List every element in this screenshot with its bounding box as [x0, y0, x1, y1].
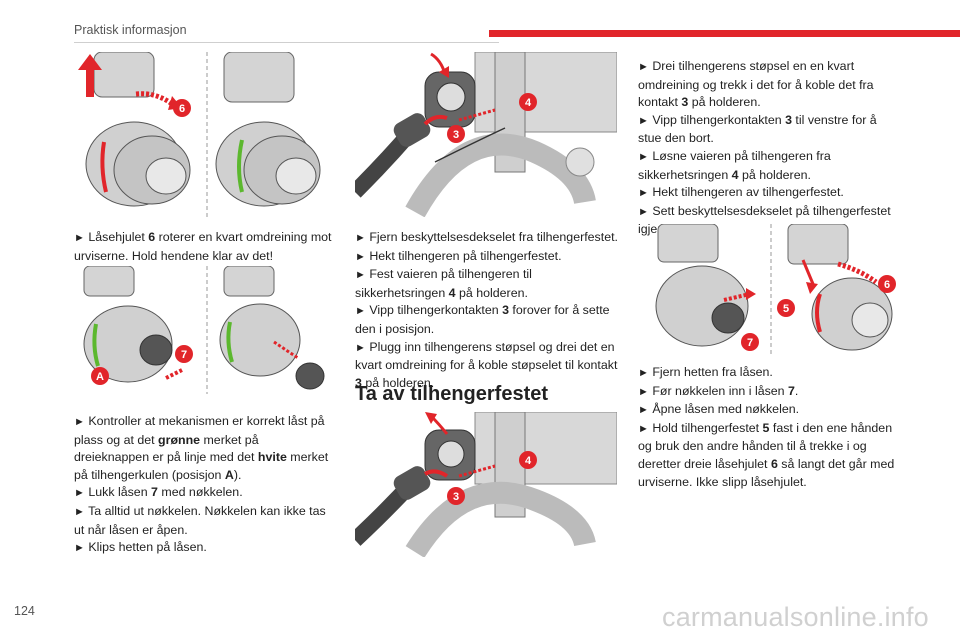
- callout-4: 4: [525, 97, 532, 109]
- callout-6: 6: [884, 279, 890, 291]
- paragraph: ► Drei tilhengerens støpsel en en kvart …: [638, 59, 874, 110]
- page-number: 124: [14, 604, 35, 618]
- watermark: carmanualsonline.info: [662, 602, 929, 632]
- running-header: Praktisk informasjon: [74, 23, 187, 37]
- illustration-connector-attach: 3 4: [355, 52, 617, 217]
- callout-4: 4: [525, 455, 532, 467]
- illustration-lock-key: 7 A: [74, 266, 330, 394]
- paragraph: ► Åpne låsen med nøkkelen.: [638, 402, 800, 417]
- illustration-connector-detach: 3 4: [355, 412, 617, 557]
- paragraph: ► Ta alltid ut nøkkelen. Nøkkelen kan ik…: [74, 503, 326, 537]
- paragraph: ► Fest vaieren på tilhengeren til sikker…: [355, 267, 532, 300]
- callout-3: 3: [453, 491, 459, 503]
- header-accent-bar: [489, 30, 960, 37]
- header-rule: [74, 42, 499, 43]
- paragraph: ► Før nøkkelen inn i låsen 7.: [638, 383, 799, 398]
- callout-5: 5: [783, 303, 789, 315]
- column-1-text-b: ► Kontroller at mekanismen er korrekt lå…: [74, 413, 336, 558]
- paragraph: ► Hekt tilhengeren av tilhengerfestet.: [638, 185, 844, 200]
- callout-6: 6: [179, 103, 185, 115]
- illustration-unlock-wheel: 7 6 5: [638, 224, 900, 356]
- column-2-text: ► Fjern beskyttelsesdekselet fra tilheng…: [355, 229, 623, 392]
- paragraph: ► Vipp tilhengerkontakten 3 til venstre …: [638, 112, 877, 146]
- paragraph: ► Plugg inn tilhengerens støpsel og drei…: [355, 339, 618, 390]
- callout-7: 7: [747, 337, 753, 349]
- section-title: Ta av tilhengerfestet: [355, 383, 549, 405]
- paragraph: ► Klips hetten på låsen.: [74, 540, 207, 555]
- paragraph: ► Låsehjulet 6 roterer en kvart omdreini…: [74, 230, 332, 263]
- illustration-lock-wheel-rotate: 6: [74, 52, 330, 220]
- paragraph: ► Fjern hetten fra låsen.: [638, 365, 773, 379]
- paragraph: ► Løsne vaieren på tilhengeren fra sikke…: [638, 148, 831, 182]
- paragraph: ► Fjern beskyttelsesdekselet fra tilheng…: [355, 230, 618, 244]
- column-3-text-a: ► Drei tilhengerens støpsel en en kvart …: [638, 58, 900, 239]
- bullet-icon: ►: [74, 232, 85, 244]
- callout-A: A: [96, 371, 104, 383]
- paragraph: ► Hekt tilhengeren på tilhengerfestet.: [355, 248, 562, 263]
- callout-7: 7: [181, 349, 187, 361]
- paragraph: ► Kontroller at mekanismen er korrekt lå…: [74, 414, 329, 482]
- column-1-text-a: ► Låsehjulet 6 roterer en kvart omdreini…: [74, 229, 336, 265]
- paragraph: ► Hold tilhengerfestet 5 fast i den ene …: [638, 420, 895, 489]
- column-3-text-b: ► Fjern hetten fra låsen. ► Før nøkkelen…: [638, 364, 900, 491]
- paragraph: ► Vipp tilhengerkontakten 3 forover for …: [355, 303, 610, 336]
- callout-3: 3: [453, 129, 459, 141]
- paragraph: ► Lukk låsen 7 med nøkkelen.: [74, 485, 243, 500]
